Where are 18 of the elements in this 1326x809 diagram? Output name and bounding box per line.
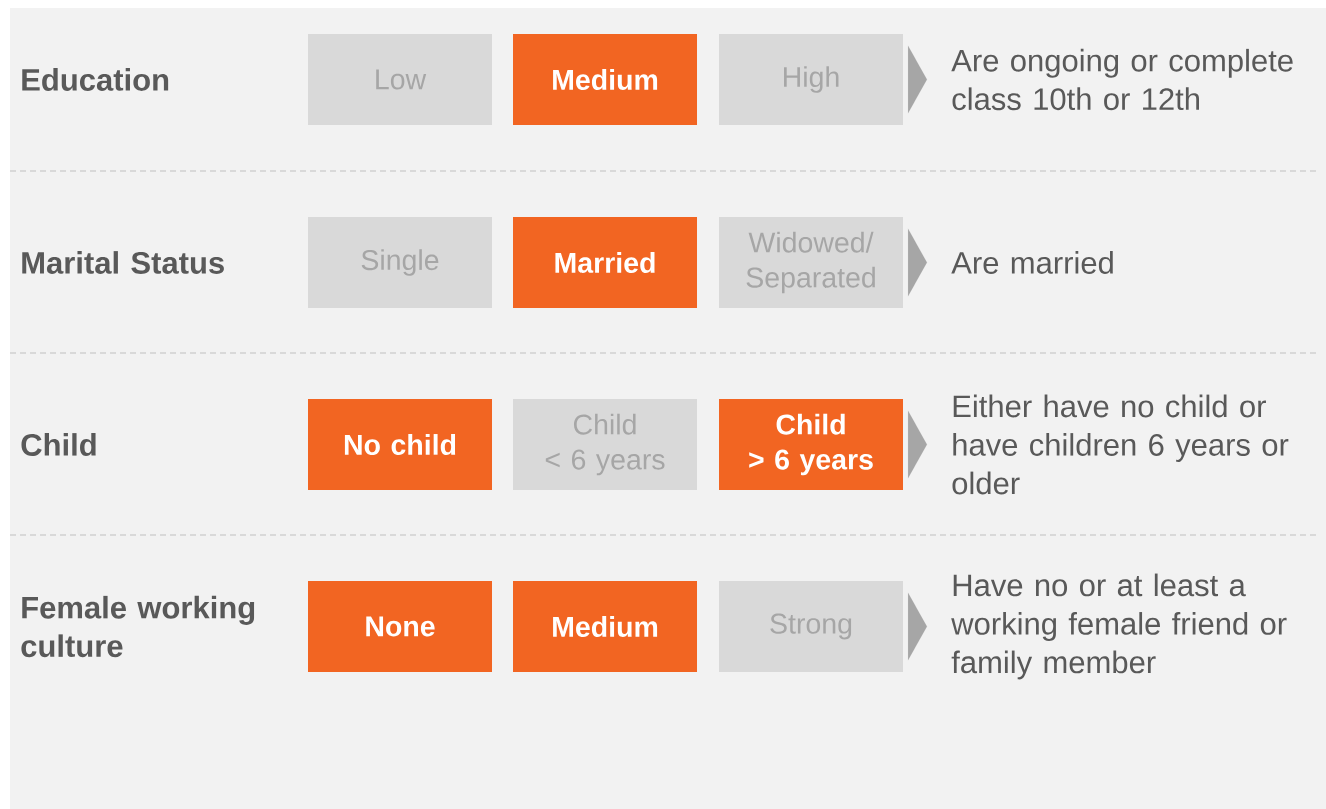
option-box-selected: Medium (513, 581, 697, 672)
chevron-arrow (908, 410, 927, 479)
description-text: Are ongoing or complete class 10th or 12th (951, 48, 1293, 111)
chevron-arrow (908, 228, 927, 297)
option-box-selected: Child > 6 years (719, 399, 903, 490)
row-label: Education (22, 68, 169, 91)
option-box-selected: Medium (513, 34, 697, 125)
option-box-selected: None (308, 581, 492, 672)
row-label: Female working culture (21, 595, 255, 658)
chevron-arrow (908, 45, 927, 114)
description-text: Either have no child or have children 6 years or older (952, 394, 1289, 495)
description-text: Have no or at least a working female friend or family member (951, 573, 1287, 680)
chevron-arrow (908, 592, 927, 661)
option-box-selected: Married (513, 217, 697, 308)
row-label: Child (21, 433, 96, 456)
row-label: Marital Status (22, 251, 224, 274)
option-box-selected: No child (308, 399, 492, 490)
description-text: Are married (951, 251, 1113, 274)
